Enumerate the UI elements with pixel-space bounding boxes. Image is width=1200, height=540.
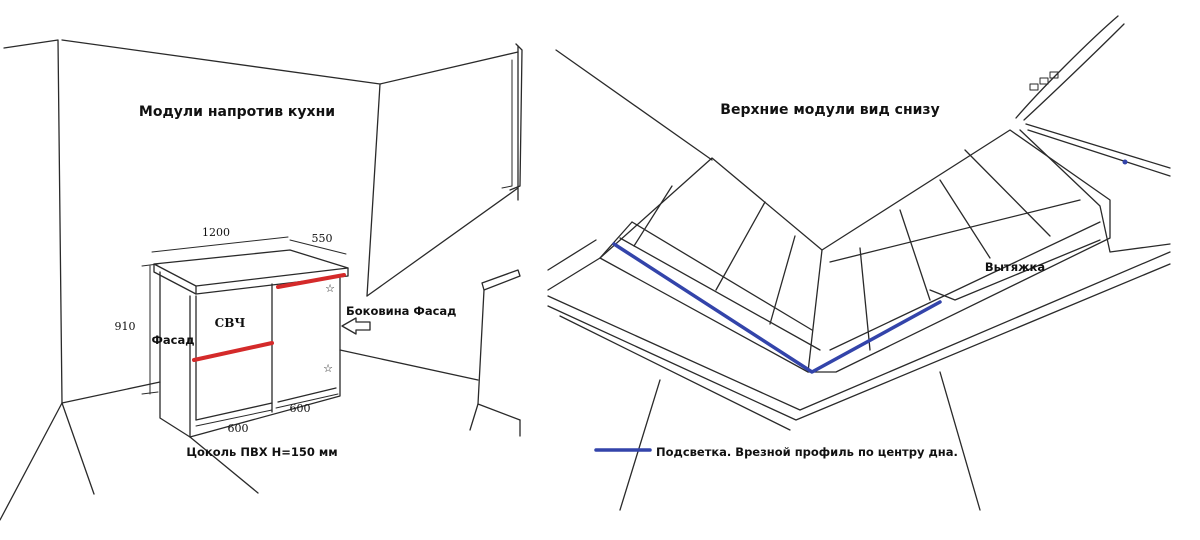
dim-height: 910 bbox=[115, 320, 136, 333]
left-room-lines bbox=[0, 39, 523, 521]
left-title: Модули напротив кухни bbox=[139, 104, 335, 120]
dim-depth: 550 bbox=[312, 232, 333, 245]
led-profile-line bbox=[612, 242, 942, 374]
right-title: Верхние модули вид снизу bbox=[720, 102, 939, 118]
handle-red-front bbox=[192, 341, 274, 362]
label-hood: Вытяжка bbox=[985, 260, 1045, 274]
dim-bottom-right: 600 bbox=[290, 402, 311, 415]
label-plinth: Цоколь ПВХ H=150 мм bbox=[186, 445, 337, 459]
label-side-facade: Боковина Фасад bbox=[346, 304, 456, 318]
dim-width: 1200 bbox=[202, 226, 230, 239]
handle-red-top bbox=[276, 273, 346, 289]
base-cabinet bbox=[141, 236, 371, 438]
label-facade: Фасад bbox=[151, 333, 194, 347]
label-microwave: СВЧ bbox=[215, 316, 246, 330]
legend: Подсветка. Врезной профиль по центру дна… bbox=[594, 445, 958, 459]
dim-bottom-front: 600 bbox=[228, 422, 249, 435]
left-labels: Модули напротив кухни 1200 550 910 600 6… bbox=[115, 104, 457, 459]
right-labels: Верхние модули вид снизу Вытяжка bbox=[720, 102, 1045, 274]
legend-text: Подсветка. Врезной профиль по центру дна… bbox=[656, 445, 958, 459]
star-icon: ☆ bbox=[325, 282, 335, 295]
star-icon: ☆ bbox=[323, 362, 333, 375]
side-arrow-icon bbox=[341, 317, 371, 335]
right-structure bbox=[547, 15, 1171, 511]
